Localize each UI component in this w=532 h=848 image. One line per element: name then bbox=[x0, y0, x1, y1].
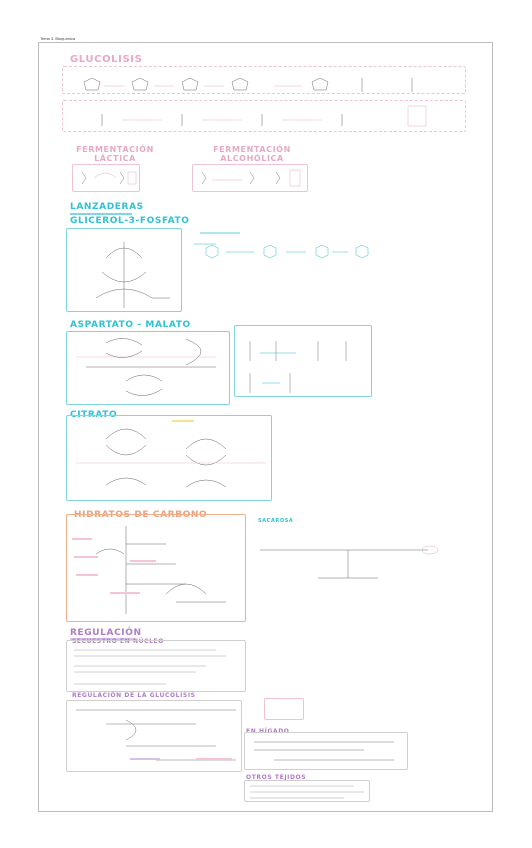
regulacion-glucolisis-sketch bbox=[76, 709, 236, 761]
higado-note-box bbox=[264, 698, 304, 720]
fermentacion-lactica-title: FERMENTACIÓN LÁCTICA bbox=[76, 145, 154, 163]
glucolisis-sketch bbox=[83, 77, 427, 127]
regulacion-glucolisis-box bbox=[66, 700, 242, 772]
regulacion-hl-1 bbox=[130, 758, 160, 760]
lanzaderas-title: LANZADERAS bbox=[70, 202, 144, 212]
sacarosa-sketch bbox=[260, 545, 439, 579]
glucolisis-title: GLUCOLISIS bbox=[70, 54, 143, 65]
otros-tejidos-sketch bbox=[250, 785, 364, 799]
citrato-yellow-highlight bbox=[172, 420, 194, 422]
fermentacion-alcoholica-sketch bbox=[201, 169, 301, 187]
en-higado-sketch bbox=[254, 741, 394, 761]
aspartato-box bbox=[66, 331, 230, 405]
regulacion-glucolisis-title: REGULACIÓN DE LA GLUCOLISIS bbox=[72, 692, 196, 699]
glicerol-title: GLICEROL-3-FOSFATO bbox=[70, 216, 190, 226]
aspartato-title: ASPARTATO - MALATO bbox=[70, 320, 191, 330]
hidratos-title: HIDRATOS DE CARBONO bbox=[74, 510, 208, 520]
en-higado-title: EN HÍGADO bbox=[246, 728, 290, 735]
fermentacion-lactica-sketch bbox=[81, 171, 137, 185]
secuestro-sketch bbox=[74, 649, 226, 685]
otros-tejidos-box bbox=[244, 780, 370, 802]
fermentacion-alcoholica-box bbox=[192, 164, 308, 192]
regulacion-underline bbox=[70, 638, 136, 640]
glicerol-box bbox=[66, 228, 182, 312]
regulacion-hl-2 bbox=[196, 758, 232, 760]
citrato-sketch bbox=[76, 428, 266, 488]
glucolisis-row-1 bbox=[62, 66, 466, 94]
secuestro-box bbox=[66, 640, 246, 692]
sacarosa-title: SACAROSA bbox=[258, 518, 294, 524]
secuestro-title: SECUESTRO EN NÚCLEO bbox=[72, 638, 164, 645]
hidratos-box bbox=[66, 514, 246, 622]
hidratos-hl-1 bbox=[72, 538, 92, 540]
glicerol-note-highlight bbox=[200, 232, 240, 234]
hidratos-hl-5 bbox=[110, 592, 140, 594]
glucolisis-row-2 bbox=[62, 100, 466, 132]
hidratos-hl-3 bbox=[76, 574, 98, 576]
header-text: Tema 3. Bioquímica bbox=[40, 36, 76, 41]
hidratos-sketch bbox=[95, 526, 226, 614]
fermentacion-lactica-box bbox=[72, 164, 140, 192]
citrato-box bbox=[66, 415, 272, 501]
regulacion-title: REGULACIÓN bbox=[70, 628, 142, 638]
glicerol-sketch bbox=[95, 242, 369, 308]
hidratos-hl-4 bbox=[130, 560, 156, 562]
lanzaderas-underline bbox=[70, 213, 132, 215]
hidratos-hl-2 bbox=[74, 556, 98, 558]
en-higado-box bbox=[244, 732, 408, 770]
aspartato-sketch bbox=[76, 338, 347, 396]
otros-tejidos-title: OTROS TEJIDOS bbox=[246, 774, 307, 781]
fermentacion-alcoholica-title: FERMENTACIÓN ALCOHÓLICA bbox=[213, 145, 291, 163]
aspartato-side-box bbox=[234, 325, 372, 397]
notes-page bbox=[38, 42, 493, 812]
